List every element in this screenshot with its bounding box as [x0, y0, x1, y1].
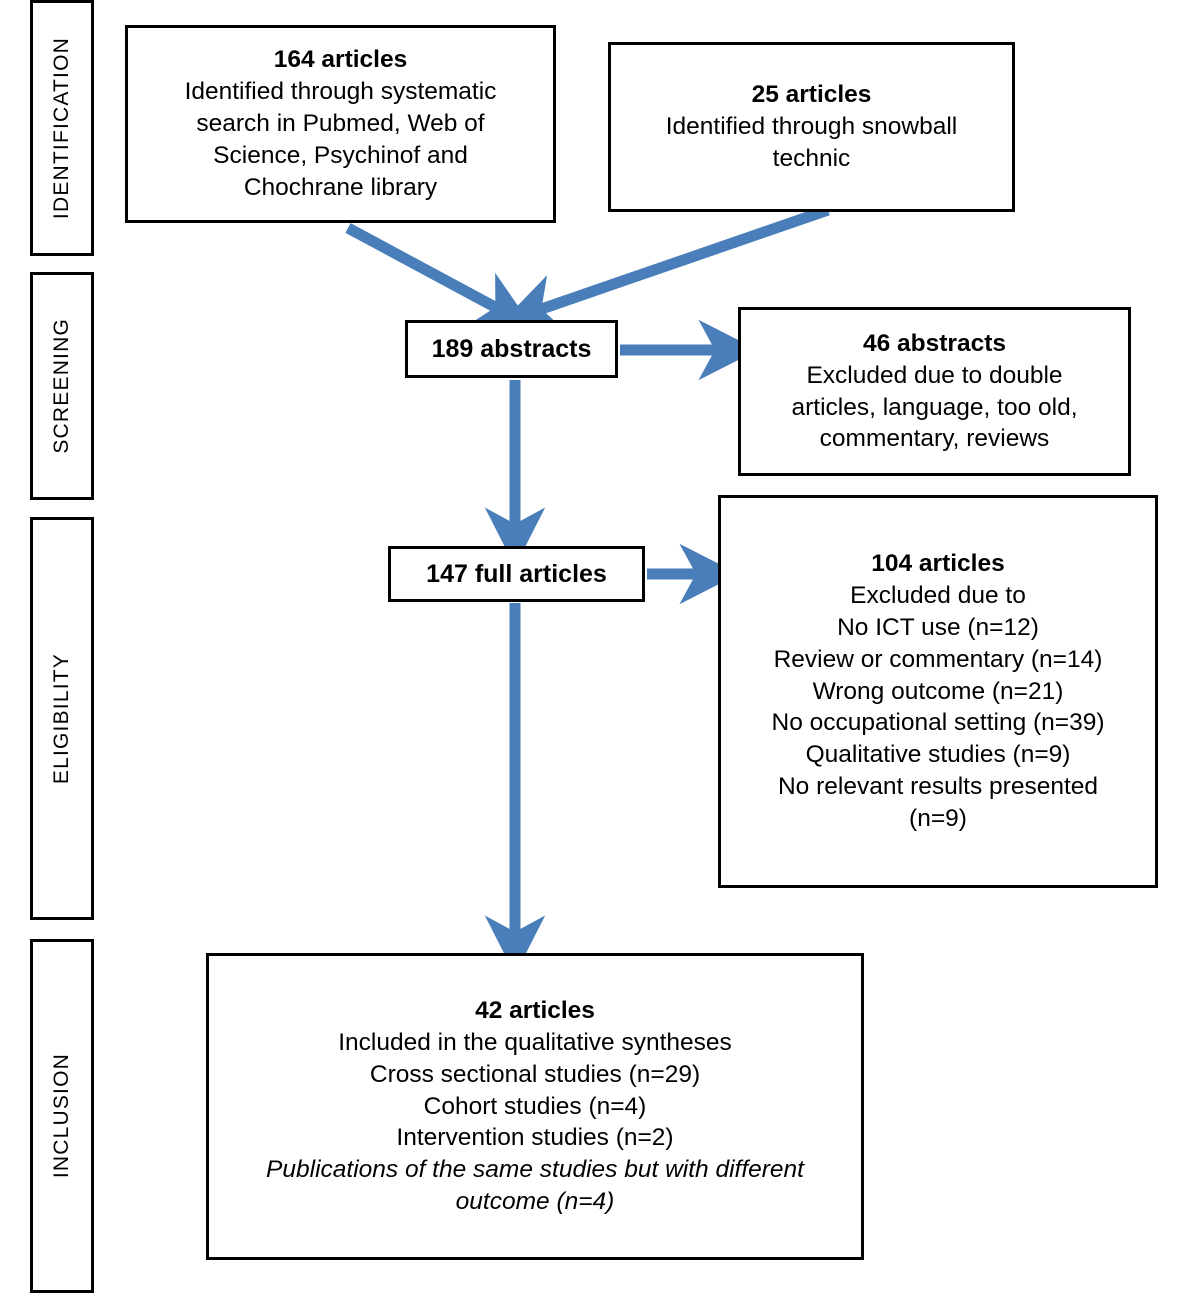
box-line: search in Pubmed, Web of: [196, 110, 485, 138]
stage-screening: SCREENING: [30, 272, 94, 500]
box-line: No occupational setting (n=39): [771, 709, 1105, 737]
box-line: 189 abstracts: [431, 334, 592, 363]
box-abstracts-excluded: 46 abstracts Excluded due to double arti…: [738, 307, 1131, 476]
box-line: Identified through systematic: [184, 78, 497, 106]
box-line: 42 articles: [475, 997, 595, 1025]
box-line: 46 abstracts: [862, 329, 1006, 357]
stage-label-eligibility: ELIGIBILITY: [50, 652, 73, 785]
box-line: Included in the qualitative syntheses: [338, 1028, 732, 1056]
box-line: Qualitative studies (n=9): [805, 741, 1071, 769]
box-line: Cohort studies (n=4): [423, 1092, 647, 1120]
box-line: Excluded due to: [850, 582, 1026, 610]
box-line: commentary, reviews: [819, 425, 1050, 453]
stage-label-screening: SCREENING: [50, 318, 73, 454]
box-line: Science, Psychinof and: [213, 141, 468, 169]
stage-label-identification: IDENTIFICATION: [50, 36, 73, 220]
arrow-identified-to-abstracts: [345, 223, 534, 328]
stage-identification: IDENTIFICATION: [30, 0, 94, 256]
box-line: Wrong outcome (n=21): [812, 677, 1064, 705]
box-line: No ICT use (n=12): [837, 613, 1039, 641]
box-line: Identified through snowball: [665, 113, 958, 141]
box-studies-included: 42 articles Included in the qualitative …: [206, 953, 864, 1260]
box-line: (n=9): [909, 804, 967, 832]
box-line: technic: [772, 144, 851, 172]
box-records-identified: 164 articles Identified through systemat…: [125, 25, 556, 223]
stage-inclusion: INCLUSION: [30, 939, 94, 1293]
box-line: Publications of the same studies but wit…: [266, 1156, 804, 1184]
arrow-snowball-to-abstracts: [500, 204, 830, 333]
box-line: Excluded due to double: [806, 361, 1063, 389]
box-line: 147 full articles: [426, 559, 607, 588]
box-line: Review or commentary (n=14): [773, 645, 1103, 673]
box-abstracts-screened: 189 abstracts: [405, 320, 618, 378]
box-full-articles-assessed: 147 full articles: [388, 546, 645, 602]
box-line: Cross sectional studies (n=29): [369, 1060, 701, 1088]
box-line: outcome (n=4): [455, 1188, 615, 1216]
stage-label-inclusion: INCLUSION: [50, 1053, 73, 1179]
box-line: articles, language, too old,: [791, 393, 1078, 421]
box-line: 25 articles: [751, 81, 872, 109]
box-full-articles-excluded: 104 articles Excluded due to No ICT use …: [718, 495, 1158, 888]
box-line: 104 articles: [871, 550, 1005, 578]
box-line: No relevant results presented: [777, 773, 1099, 801]
box-line: 164 articles: [273, 46, 408, 74]
box-records-snowball: 25 articles Identified through snowball …: [608, 42, 1015, 212]
box-line: Chochrane library: [243, 173, 438, 201]
box-line: Intervention studies (n=2): [396, 1124, 674, 1152]
stage-eligibility: ELIGIBILITY: [30, 517, 94, 920]
